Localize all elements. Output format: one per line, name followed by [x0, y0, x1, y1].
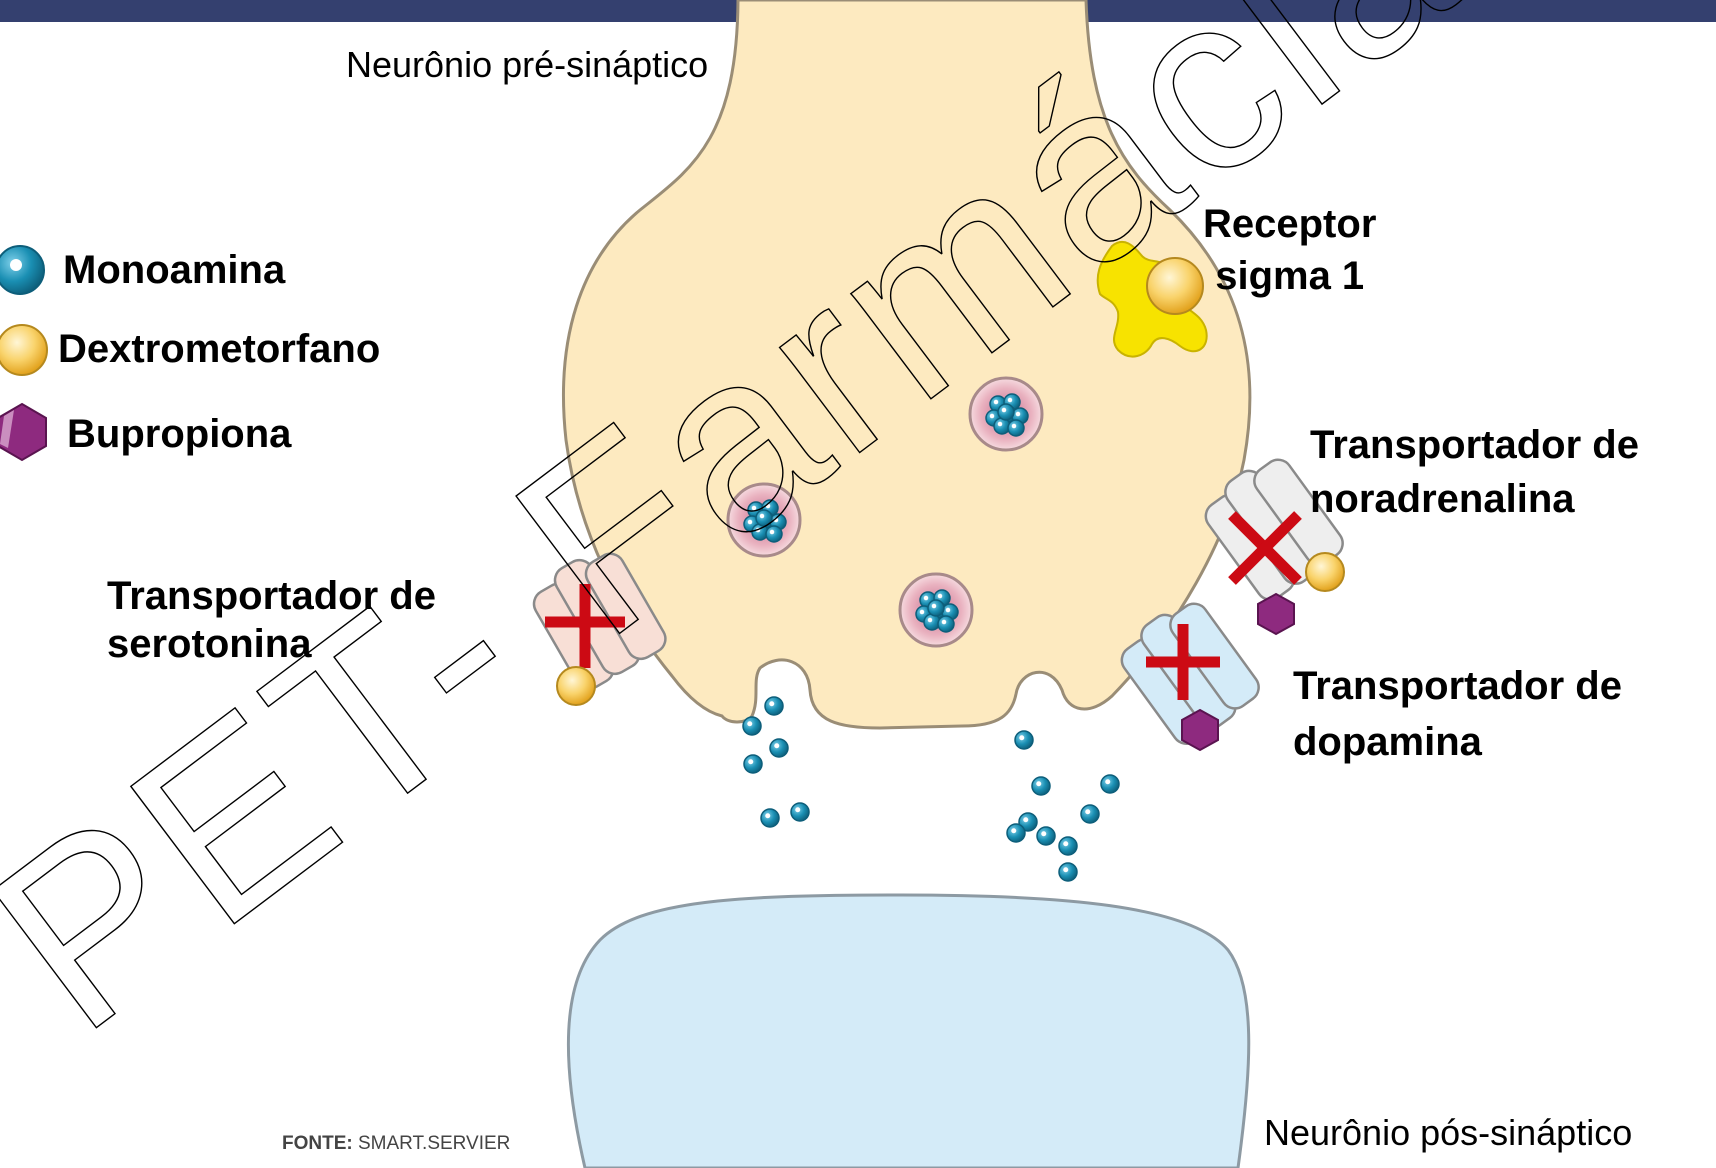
presynaptic-neuron	[562, 0, 1252, 730]
monoamine-icon	[927, 599, 945, 617]
monoamine-icon	[1018, 812, 1038, 832]
norepinephrine-transporter-label-line1: Transportador de	[1310, 423, 1639, 467]
dopamine-transporter-block-icon	[1146, 624, 1220, 700]
legend-item-dextromethorphan: Dextrometorfano	[58, 327, 381, 371]
sigma1-receptor-label-line1: Receptor	[1203, 202, 1377, 246]
monoamine-icon	[764, 696, 784, 716]
norepinephrine-transporter-label-line2: noradrenalina	[1310, 477, 1575, 521]
serotonin-transporter-label-line2: serotonina	[107, 622, 312, 666]
postsynaptic-neuron-label: Neurônio pós-sináptico	[1264, 1112, 1633, 1153]
serotonin-transporter-block-icon	[545, 584, 625, 668]
dextromethorphan-icon	[556, 666, 596, 706]
legend-monoamine-icon	[0, 245, 45, 295]
monoamine-icon	[1007, 419, 1025, 437]
sigma1-receptor-label: Receptor sigma 1	[1203, 198, 1376, 302]
monoamine-icon	[790, 802, 810, 822]
dextromethorphan-icon	[1305, 552, 1345, 592]
monoamine-icon	[769, 738, 789, 758]
monoamine-icon	[1058, 862, 1078, 882]
monoamine-icon	[755, 509, 773, 527]
dextromethorphan-icon	[1146, 257, 1204, 315]
legend-item-monoamine: Monoamina	[63, 248, 286, 292]
monoamine-icon	[742, 716, 762, 736]
legend-item-bupropion: Bupropiona	[67, 412, 292, 456]
monoamine-icon	[1080, 804, 1100, 824]
source-credit-prefix: FONTE:	[282, 1133, 353, 1154]
dopamine-transporter-label: Transportador de dopamina	[1293, 658, 1622, 770]
presynaptic-neuron-label: Neurônio pré-sináptico	[346, 44, 709, 85]
monoamine-icon	[765, 525, 783, 543]
serotonin-transporter-label-line1: Transportador de	[107, 574, 436, 618]
monoamine-icon	[937, 615, 955, 633]
postsynaptic-neuron	[566, 893, 1251, 1168]
monoamine-icon	[1058, 836, 1078, 856]
monoamine-icon	[760, 808, 780, 828]
serotonin-transporter-label: Transportador de serotonina	[107, 572, 436, 668]
norepinephrine-transporter-block-icon	[1228, 511, 1302, 585]
dopamine-transporter-label-line1: Transportador de	[1293, 664, 1622, 708]
sigma1-receptor-label-line2: sigma 1	[1215, 254, 1365, 298]
norepinephrine-transporter-label: Transportador de noradrenalina	[1310, 418, 1639, 526]
source-credit: FONTE: SMART.SERVIER	[282, 1133, 510, 1155]
monoamine-icon	[1006, 823, 1026, 843]
monoamine-icon	[1036, 826, 1056, 846]
source-credit-name: SMART.SERVIER	[358, 1133, 511, 1154]
monoamine-icon	[997, 403, 1015, 421]
legend-bupropion-icon-highlight	[0, 410, 14, 448]
monoamine-icon	[1031, 776, 1051, 796]
monoamine-icon	[1014, 730, 1034, 750]
monoamine-icon	[743, 754, 763, 774]
legend-dextromethorphan-icon	[0, 324, 48, 376]
bupropion-icon	[1181, 708, 1219, 752]
bupropion-icon	[1257, 592, 1295, 636]
dopamine-transporter-label-line2: dopamina	[1293, 720, 1482, 764]
monoamine-icon	[1100, 774, 1120, 794]
